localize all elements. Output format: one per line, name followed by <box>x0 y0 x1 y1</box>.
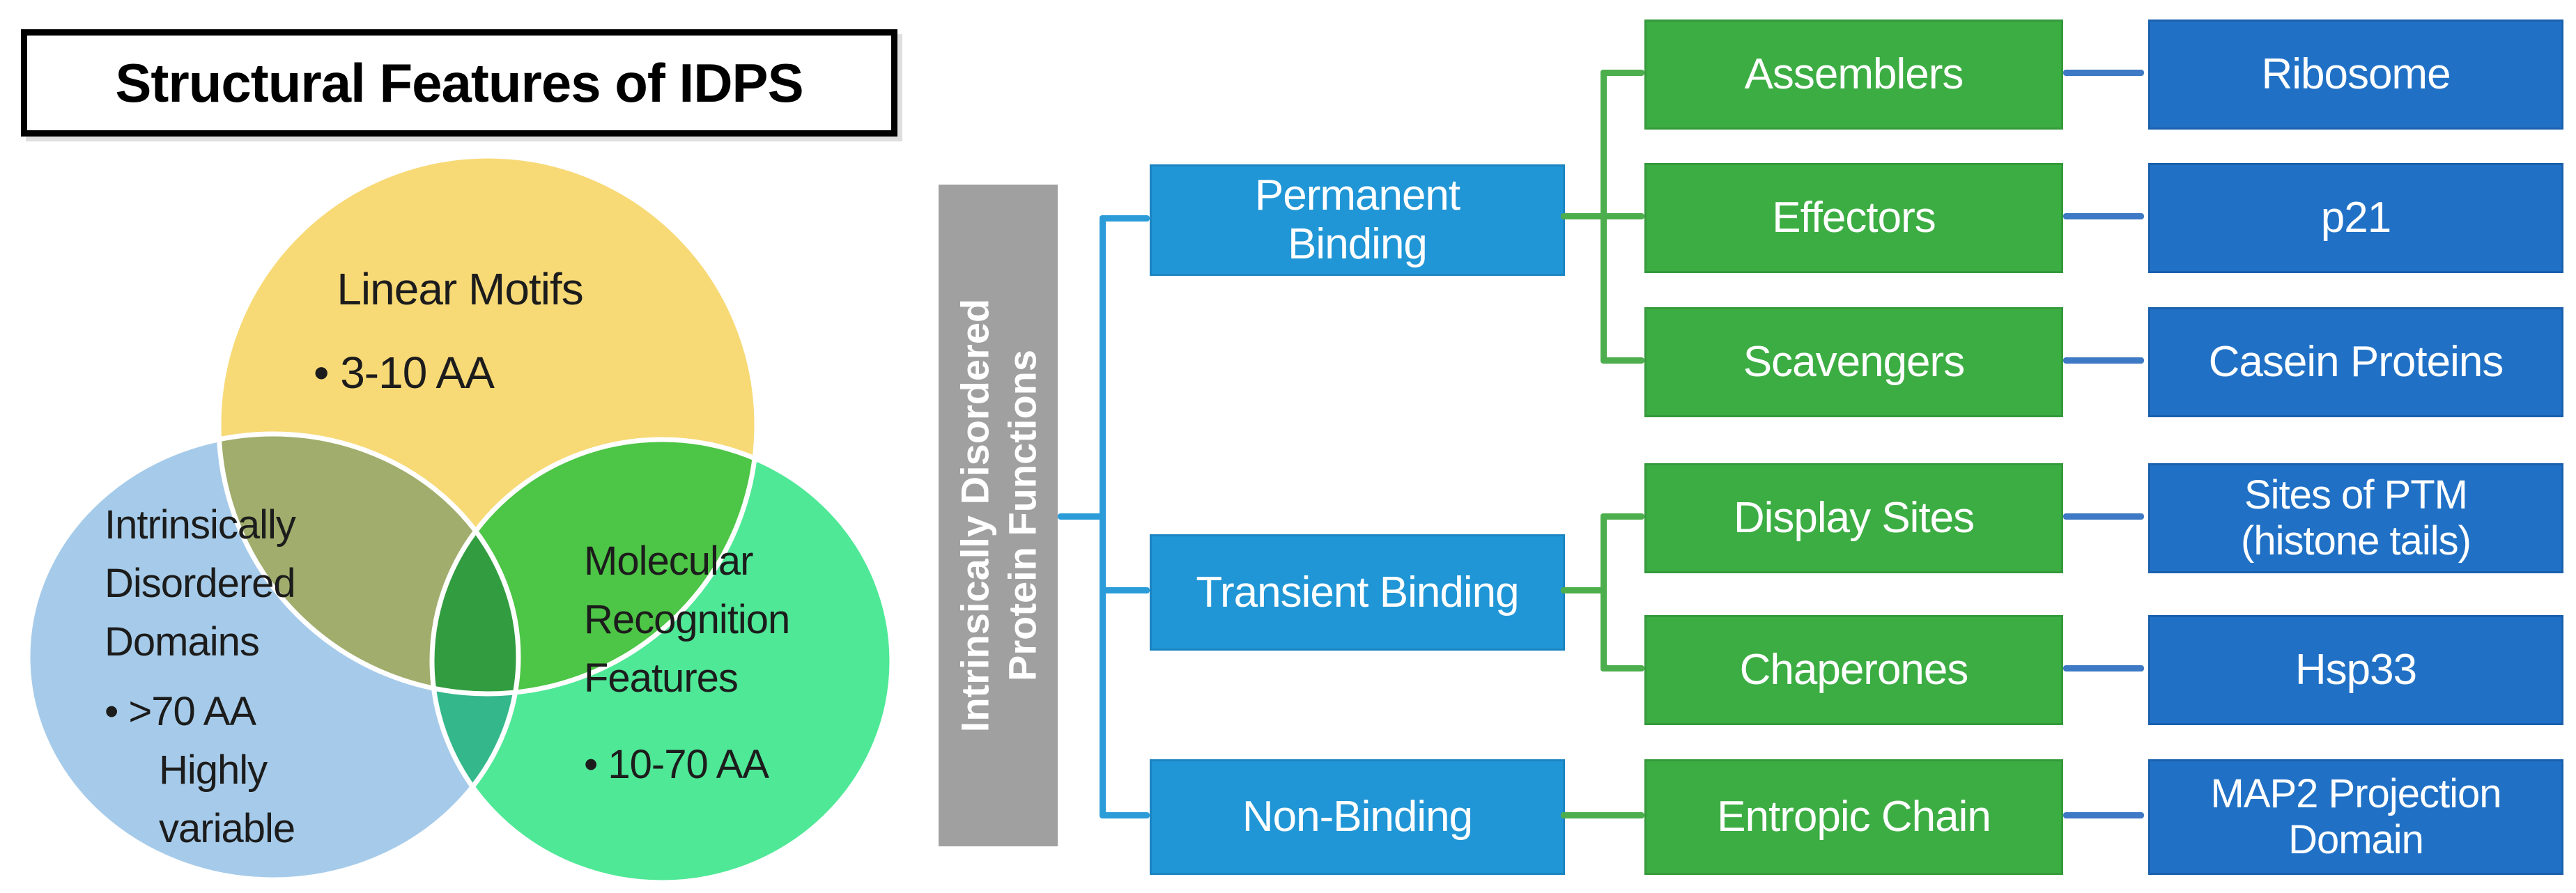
branch-label-line: Permanent <box>1254 171 1460 219</box>
example-label: Ribosome <box>2261 50 2451 98</box>
connector-to-scavengers <box>1601 357 1644 364</box>
branch-label-line: Binding <box>1288 220 1428 268</box>
connector-branch-trunk <box>1100 215 1106 818</box>
connector-to-chaperones <box>1601 665 1644 671</box>
venn-circle-molecular-recognition <box>432 440 892 883</box>
function-label: Display Sites <box>1733 494 1975 542</box>
root-node-label: Intrinsically Disordered Protein Functio… <box>939 185 1058 846</box>
function-box-scavengers: Scavengers <box>1644 307 2063 417</box>
example-label: Hsp33 <box>2295 646 2417 694</box>
connector-to-assemblers <box>1601 70 1644 76</box>
example-box-hsp33: Hsp33 <box>2148 615 2563 725</box>
title-box: Structural Features of IDPS <box>21 29 897 137</box>
venn-bullet-disordered-domains: • >70 AA <box>105 689 256 734</box>
connector-effectors-to-p21 <box>2063 213 2144 219</box>
connector-to-non-binding <box>1100 812 1150 818</box>
connector-entropic-to-map2 <box>2063 812 2144 818</box>
example-box-ribosome: Ribosome <box>2148 20 2563 130</box>
venn-label-disordered-domains: Intrinsically Disordered Domains • >70 A… <box>105 496 296 858</box>
branch-label: Non-Binding <box>1242 793 1473 841</box>
function-box-assemblers: Assemblers <box>1644 20 2063 130</box>
venn-bullet-linear-motifs: • 3-10 AA <box>314 348 495 398</box>
connector-transient-out <box>1561 587 1607 593</box>
function-label: Effectors <box>1772 194 1936 242</box>
example-label-line: MAP2 Projection <box>2210 771 2502 816</box>
function-box-chaperones: Chaperones <box>1644 615 2063 725</box>
example-box-p21: p21 <box>2148 163 2563 273</box>
venn-bullet-continuation: variable <box>159 806 295 851</box>
connector-assemblers-to-ribosome <box>2063 70 2144 76</box>
branch-box-permanent-binding: Permanent Binding <box>1150 164 1565 276</box>
example-box-sites-of-ptm: Sites of PTM (histone tails) <box>2148 463 2563 573</box>
branch-label: Transient Binding <box>1196 568 1519 616</box>
root-label-line2: Protein Functions <box>999 350 1044 681</box>
example-label-line: Domain <box>2288 817 2424 862</box>
connector-chaperones-to-hsp33 <box>2063 665 2144 671</box>
connector-display-sites-to-ptm <box>2063 513 2144 520</box>
function-box-entropic-chain: Entropic Chain <box>1644 759 2063 875</box>
venn-outline-linear-motifs <box>216 153 759 697</box>
venn-label-line: Domains <box>105 619 260 665</box>
example-box-map2-projection-domain: MAP2 Projection Domain <box>2148 759 2563 875</box>
venn-label-line: Intrinsically <box>105 502 296 548</box>
example-label: Casein Proteins <box>2208 338 2504 386</box>
function-label: Assemblers <box>1744 50 1964 98</box>
connector-to-permanent-binding <box>1100 215 1150 222</box>
venn-label-line: Molecular <box>584 538 753 584</box>
example-label: p21 <box>2320 194 2391 242</box>
connector-to-display-sites <box>1601 513 1644 520</box>
connector-permanent-to-effectors <box>1561 213 1644 219</box>
venn-label-line: Features <box>584 655 739 701</box>
venn-bullet-continuation: Highly <box>159 747 268 793</box>
function-label: Entropic Chain <box>1717 793 1991 841</box>
function-label: Chaperones <box>1739 646 1969 694</box>
connector-to-transient-binding <box>1100 587 1150 593</box>
venn-label-molecular-recognition: Molecular Recognition Features • 10-70 A… <box>584 532 790 794</box>
venn-outline-molecular-recognition <box>429 437 895 885</box>
venn-label-line: Recognition <box>584 597 790 642</box>
venn-label-line: Disordered <box>105 561 296 606</box>
example-label-line: Sites of PTM <box>2244 472 2468 518</box>
venn-outline-disordered-domains <box>25 431 521 883</box>
root-node-idp-functions: Intrinsically Disordered Protein Functio… <box>939 185 1058 846</box>
function-label: Scavengers <box>1743 338 1965 386</box>
example-box-casein-proteins: Casein Proteins <box>2148 307 2563 417</box>
venn-diagram <box>0 0 941 893</box>
function-box-display-sites: Display Sites <box>1644 463 2063 573</box>
venn-label-linear-motifs: Linear Motifs <box>337 264 583 314</box>
root-label-line1: Intrinsically Disordered <box>952 298 996 733</box>
function-box-effectors: Effectors <box>1644 163 2063 273</box>
connector-nonbinding-to-entropic-chain <box>1561 812 1644 818</box>
figure-title: Structural Features of IDPS <box>115 52 803 114</box>
branch-box-transient-binding: Transient Binding <box>1150 534 1565 651</box>
venn-bullet-molecular-recognition: • 10-70 AA <box>584 742 769 787</box>
venn-circle-disordered-domains <box>28 434 518 880</box>
example-label-line: (histone tails) <box>2241 518 2471 564</box>
connector-root-to-trunk <box>1058 513 1106 520</box>
branch-box-non-binding: Non-Binding <box>1150 759 1565 875</box>
connector-scavengers-to-casein <box>2063 357 2144 364</box>
